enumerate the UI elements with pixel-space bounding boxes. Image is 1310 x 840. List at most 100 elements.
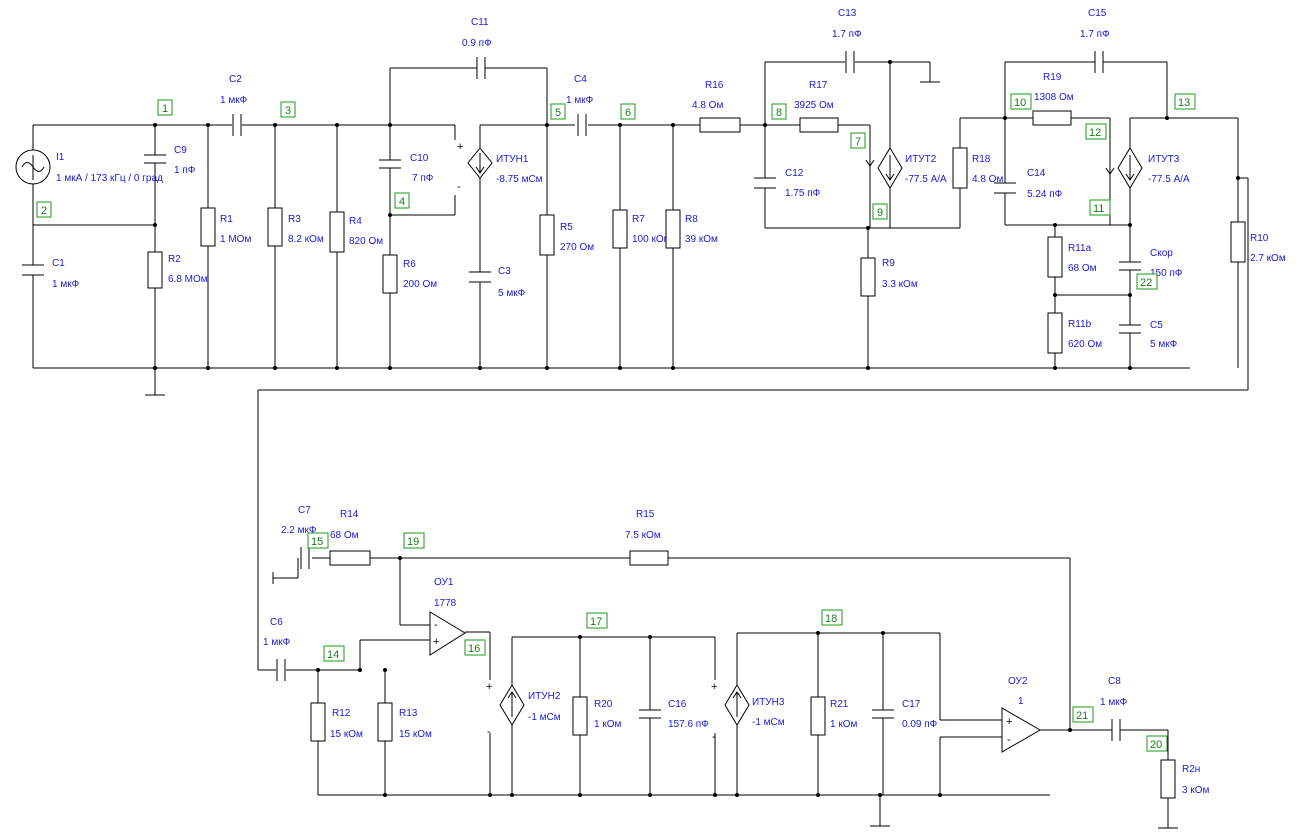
- label-C11-name: C11: [471, 17, 489, 28]
- OU2-minus: -: [1007, 734, 1011, 746]
- label-C5-value: 5 мкФ: [1150, 339, 1178, 350]
- label-C15-name: C15: [1088, 8, 1107, 19]
- label-R16-value: 4.8 Ом: [692, 100, 723, 111]
- wires-top: [32, 61, 1249, 670]
- node-19: 19: [407, 536, 419, 548]
- node-3: 3: [285, 105, 291, 117]
- label-C17-name: C17: [902, 699, 921, 710]
- node-12: 12: [1089, 127, 1101, 139]
- label-R7-value: 100 кОм: [632, 234, 671, 245]
- label-R1-name: R1: [220, 214, 233, 225]
- node-1: 1: [162, 103, 168, 115]
- node-8: 8: [776, 107, 782, 119]
- label-C14-name: C14: [1027, 168, 1046, 179]
- label-OU1-value: 1778: [434, 598, 457, 609]
- label-R4-value: 820 Ом: [349, 236, 383, 247]
- vccs-ITUN1: [467, 147, 493, 179]
- label-R13-name: R13: [399, 708, 418, 719]
- label-R15-value: 7.5 кОм: [625, 530, 661, 541]
- label-R2-name: R2: [168, 254, 181, 265]
- label-R18-value: 4.8 Ом: [972, 174, 1003, 185]
- resistor-R21: [810, 696, 826, 736]
- resistor-R14: [329, 550, 371, 566]
- label-R5-name: R5: [560, 222, 573, 233]
- capacitor-C2: [232, 114, 242, 136]
- ITUN2-plus: +: [486, 681, 492, 693]
- label-C8-value: 1 мкФ: [1100, 697, 1128, 708]
- label-C10-name: C10: [410, 153, 429, 164]
- resistor-R16: [699, 117, 741, 133]
- label-OU2-name: ОУ2: [1008, 676, 1028, 687]
- label-R18-name: R18: [972, 154, 991, 165]
- capacitor-C17: [872, 709, 894, 719]
- label-C7-name: C7: [298, 505, 311, 516]
- ITUN1-minus: -: [457, 181, 461, 193]
- label-R2n-name: R2н: [1182, 764, 1200, 775]
- label-C16-name: C16: [668, 699, 687, 710]
- label-ITUT3-value: -77.5 А/А: [1148, 174, 1190, 185]
- label-C17-value: 0.09 пФ: [902, 719, 938, 730]
- label-C15-value: 1.7 пФ: [1080, 29, 1110, 40]
- label-R20-value: 1 кОм: [594, 719, 621, 730]
- label-R4-name: R4: [349, 216, 362, 227]
- label-ITUN1-name: ИТУН1: [496, 154, 529, 165]
- label-ITUT3-name: ИТУТ3: [1148, 154, 1180, 165]
- resistor-R20: [572, 696, 588, 736]
- node-7: 7: [855, 136, 861, 148]
- label-R12-value: 15 кОм: [330, 729, 363, 740]
- label-R9-value: 3.3 кОм: [882, 279, 918, 290]
- resistor-R11b: [1047, 312, 1063, 354]
- ITUN3-minus: -: [712, 731, 716, 743]
- vccs-ITUN2: [499, 684, 525, 726]
- label-C14-value: 5.24 пФ: [1027, 189, 1063, 200]
- label-ITUN1-value: -8.75 мСм: [496, 174, 543, 185]
- resistor-R13: [377, 702, 393, 742]
- node-11: 11: [1093, 203, 1104, 215]
- label-R15-name: R15: [636, 509, 655, 520]
- node-13: 13: [1178, 97, 1190, 109]
- opamp-OU1: [429, 611, 466, 656]
- capacitor-C13: [845, 51, 855, 73]
- label-C4-value: 1 мкФ: [566, 95, 594, 106]
- label-R7-name: R7: [632, 214, 645, 225]
- resistor-R2: [147, 251, 163, 289]
- ITUN2-minus: -: [487, 726, 491, 738]
- label-R6-name: R6: [403, 259, 416, 270]
- OU1-plus: +: [433, 636, 439, 648]
- ITUN1-plus: +: [457, 141, 463, 153]
- label-R11a-value: 68 Ом: [1068, 263, 1097, 274]
- label-R20-name: R20: [594, 699, 613, 710]
- resistor-R5: [539, 214, 555, 256]
- label-R11a-name: R11a: [1068, 243, 1092, 254]
- label-R21-name: R21: [830, 699, 849, 710]
- label-ITUN2-name: ИТУН2: [528, 691, 561, 702]
- label-C8-name: C8: [1108, 676, 1121, 687]
- resistor-R17: [799, 117, 839, 133]
- label-C12-name: C12: [785, 168, 804, 179]
- resistor-R4: [329, 211, 345, 253]
- capacitor-C9: [144, 154, 166, 164]
- label-ITUN3-name: ИТУН3: [752, 697, 785, 708]
- label-R9-name: R9: [882, 258, 895, 269]
- label-ITUT2-value: -77.5 А/А: [905, 174, 947, 185]
- resistor-R19: [1032, 110, 1072, 126]
- label-R3-value: 8.2 кОм: [288, 234, 324, 245]
- label-OU1-name: ОУ1: [434, 577, 454, 588]
- label-C5-name: C5: [1150, 320, 1163, 331]
- label-C2-value: 1 мкФ: [220, 95, 248, 106]
- node-14: 14: [327, 649, 339, 661]
- label-R11b-name: R11b: [1068, 319, 1092, 330]
- capacitor-C1: [22, 264, 44, 276]
- label-C13-value: 1.7 пФ: [832, 29, 862, 40]
- resistor-R6: [382, 254, 398, 294]
- opamp-OU2: [1001, 707, 1041, 753]
- label-Ckor-name: Cкор: [1150, 248, 1173, 259]
- label-C6-value: 1 мкФ: [263, 637, 291, 648]
- label-C13-name: C13: [838, 8, 857, 19]
- capacitor-C16: [639, 709, 661, 719]
- label-C9-value: 1 пФ: [174, 165, 196, 176]
- resistor-R11a: [1047, 236, 1063, 278]
- label-R19-name: R19: [1043, 72, 1062, 83]
- label-R19-value: 1308 Ом: [1034, 92, 1074, 103]
